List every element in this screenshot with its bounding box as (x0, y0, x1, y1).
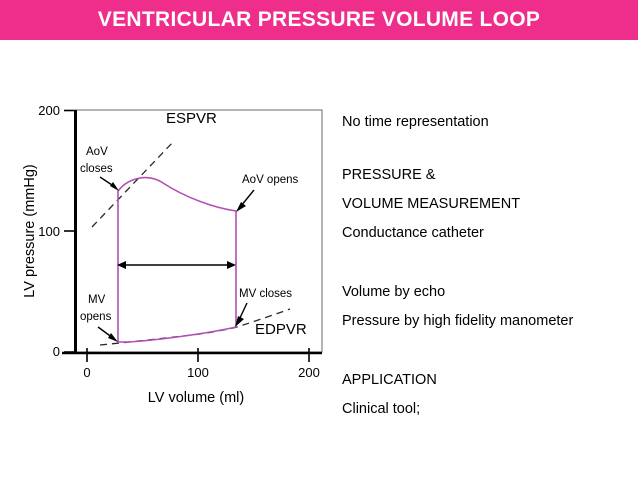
annotation-mv-opens-line2: opens (80, 311, 112, 323)
aov-closes-arrow (99, 176, 119, 191)
note-pressure-and: PRESSURE & (342, 167, 436, 183)
note-no-time-representation: No time representation (342, 114, 489, 130)
y-axis-label: LV pressure (mmHg) (22, 164, 38, 297)
note-clinical-tool: Clinical tool; (342, 401, 421, 417)
note-volume-measurement: VOLUME MEASUREMENT (342, 196, 521, 212)
aov-opens-arrow (236, 189, 255, 212)
annotation-aov-closes-line2: closes (80, 163, 113, 175)
note-conductance-catheter: Conductance catheter (342, 225, 484, 241)
page-title: VENTRICULAR PRESSURE VOLUME LOOP (97, 8, 541, 31)
annotation-mv-opens-line1: MV (88, 294, 106, 306)
note-pressure-by-manometer: Pressure by high fidelity manometer (342, 313, 574, 329)
plot-frame (74, 109, 323, 353)
pv-loop-curve (117, 176, 237, 343)
stroke-volume-arrow (117, 261, 236, 269)
y-ticklabel-0: 0 (53, 344, 60, 359)
note-application: APPLICATION (342, 372, 437, 388)
pv-loop-chart: 200 100 0 0 100 200 LV volume (ml) LV pr… (0, 0, 340, 420)
x-axis-label: LV volume (ml) (148, 390, 244, 406)
mv-opens-arrow (97, 326, 118, 342)
annotation-aov-opens: AoV opens (242, 174, 299, 186)
annotation-espvr: ESPVR (166, 110, 217, 127)
espvr-dashed-line (91, 140, 175, 228)
pv-loop-figure: 200 100 0 0 100 200 LV volume (ml) LV pr… (22, 103, 323, 406)
title-bar: VENTRICULAR PRESSURE VOLUME LOOP (0, 0, 638, 40)
x-ticklabel-200: 200 (298, 365, 320, 380)
annotation-edpvr: EDPVR (255, 321, 307, 338)
x-ticklabel-0: 0 (83, 365, 90, 380)
annotation-aov-closes-line1: AoV (86, 146, 108, 158)
x-ticklabel-100: 100 (187, 365, 209, 380)
y-ticklabel-100: 100 (38, 224, 60, 239)
note-volume-by-echo: Volume by echo (342, 284, 446, 300)
y-ticklabel-200: 200 (38, 103, 60, 118)
annotation-mv-closes: MV closes (239, 288, 292, 300)
mv-closes-arrow (235, 302, 248, 327)
